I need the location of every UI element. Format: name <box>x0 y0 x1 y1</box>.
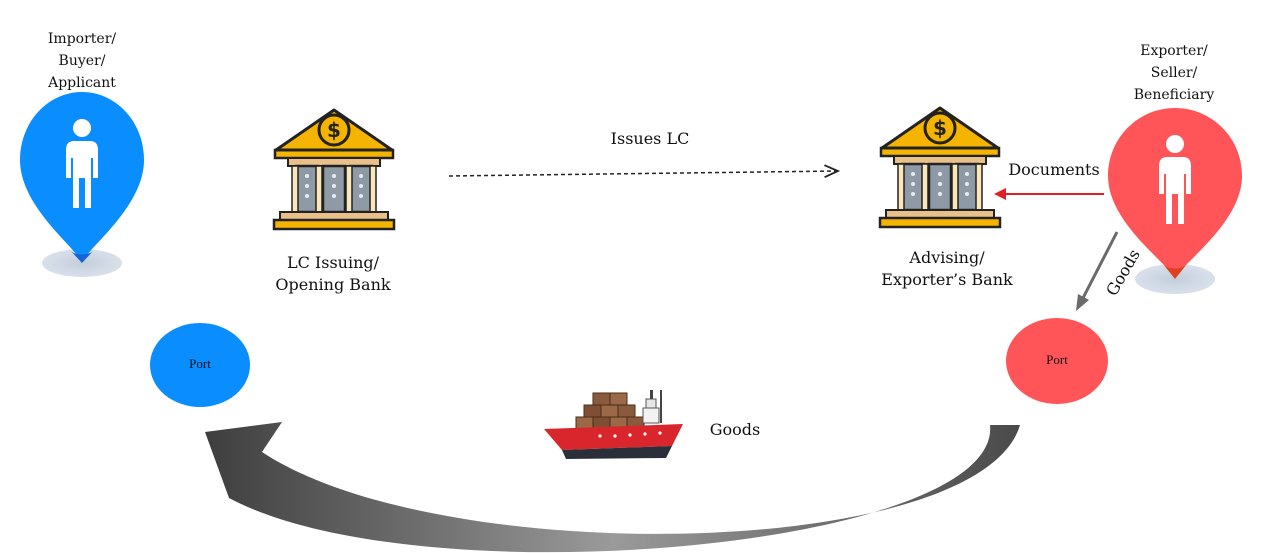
importer-label-line-3: Applicant <box>48 75 116 91</box>
documents-label: Documents <box>1008 160 1100 179</box>
issuing-bank-label-line-1: LC Issuing/ <box>286 253 380 272</box>
goods-shipping-label: Goods <box>709 420 761 439</box>
importer-label: Importer/ Buyer/ Applicant <box>22 28 142 94</box>
importer-label-line-1: Importer/ <box>47 31 117 47</box>
issuing-bank-icon <box>272 108 396 231</box>
port-left-circle <box>150 323 250 407</box>
importer-label-line-2: Buyer/ <box>58 53 106 69</box>
goods-to-port-arrow <box>1076 231 1119 311</box>
port-left-label: Port <box>189 356 211 371</box>
advising-bank-label-line-1: Advising/ <box>909 248 985 267</box>
advising-bank-label-line-2: Exporter’s Bank <box>881 270 1013 289</box>
advising-bank-label: Advising/ Exporter’s Bank <box>867 247 1027 291</box>
shipping-arc-arrow <box>205 422 1020 553</box>
port-right-circle <box>1006 318 1108 404</box>
issuing-bank-label-line-2: Opening Bank <box>275 275 391 294</box>
importer-person-pin-icon <box>20 92 144 277</box>
exporter-label: Exporter/ Seller/ Beneficiary <box>1112 40 1236 106</box>
cargo-ship-icon <box>544 390 683 459</box>
exporter-label-line-3: Beneficiary <box>1133 87 1215 103</box>
port-right-label: Port <box>1046 352 1068 367</box>
exporter-person-pin-icon <box>1108 108 1242 294</box>
issues-lc-label: Issues LC <box>610 129 690 148</box>
advising-bank-icon <box>878 106 1002 229</box>
issuing-bank-label: LC Issuing/ Opening Bank <box>253 252 413 296</box>
exporter-label-line-2: Seller/ <box>1150 65 1198 81</box>
documents-arrow <box>994 188 1104 200</box>
exporter-label-line-1: Exporter/ <box>1140 43 1208 59</box>
issues-lc-arrow <box>448 164 841 178</box>
